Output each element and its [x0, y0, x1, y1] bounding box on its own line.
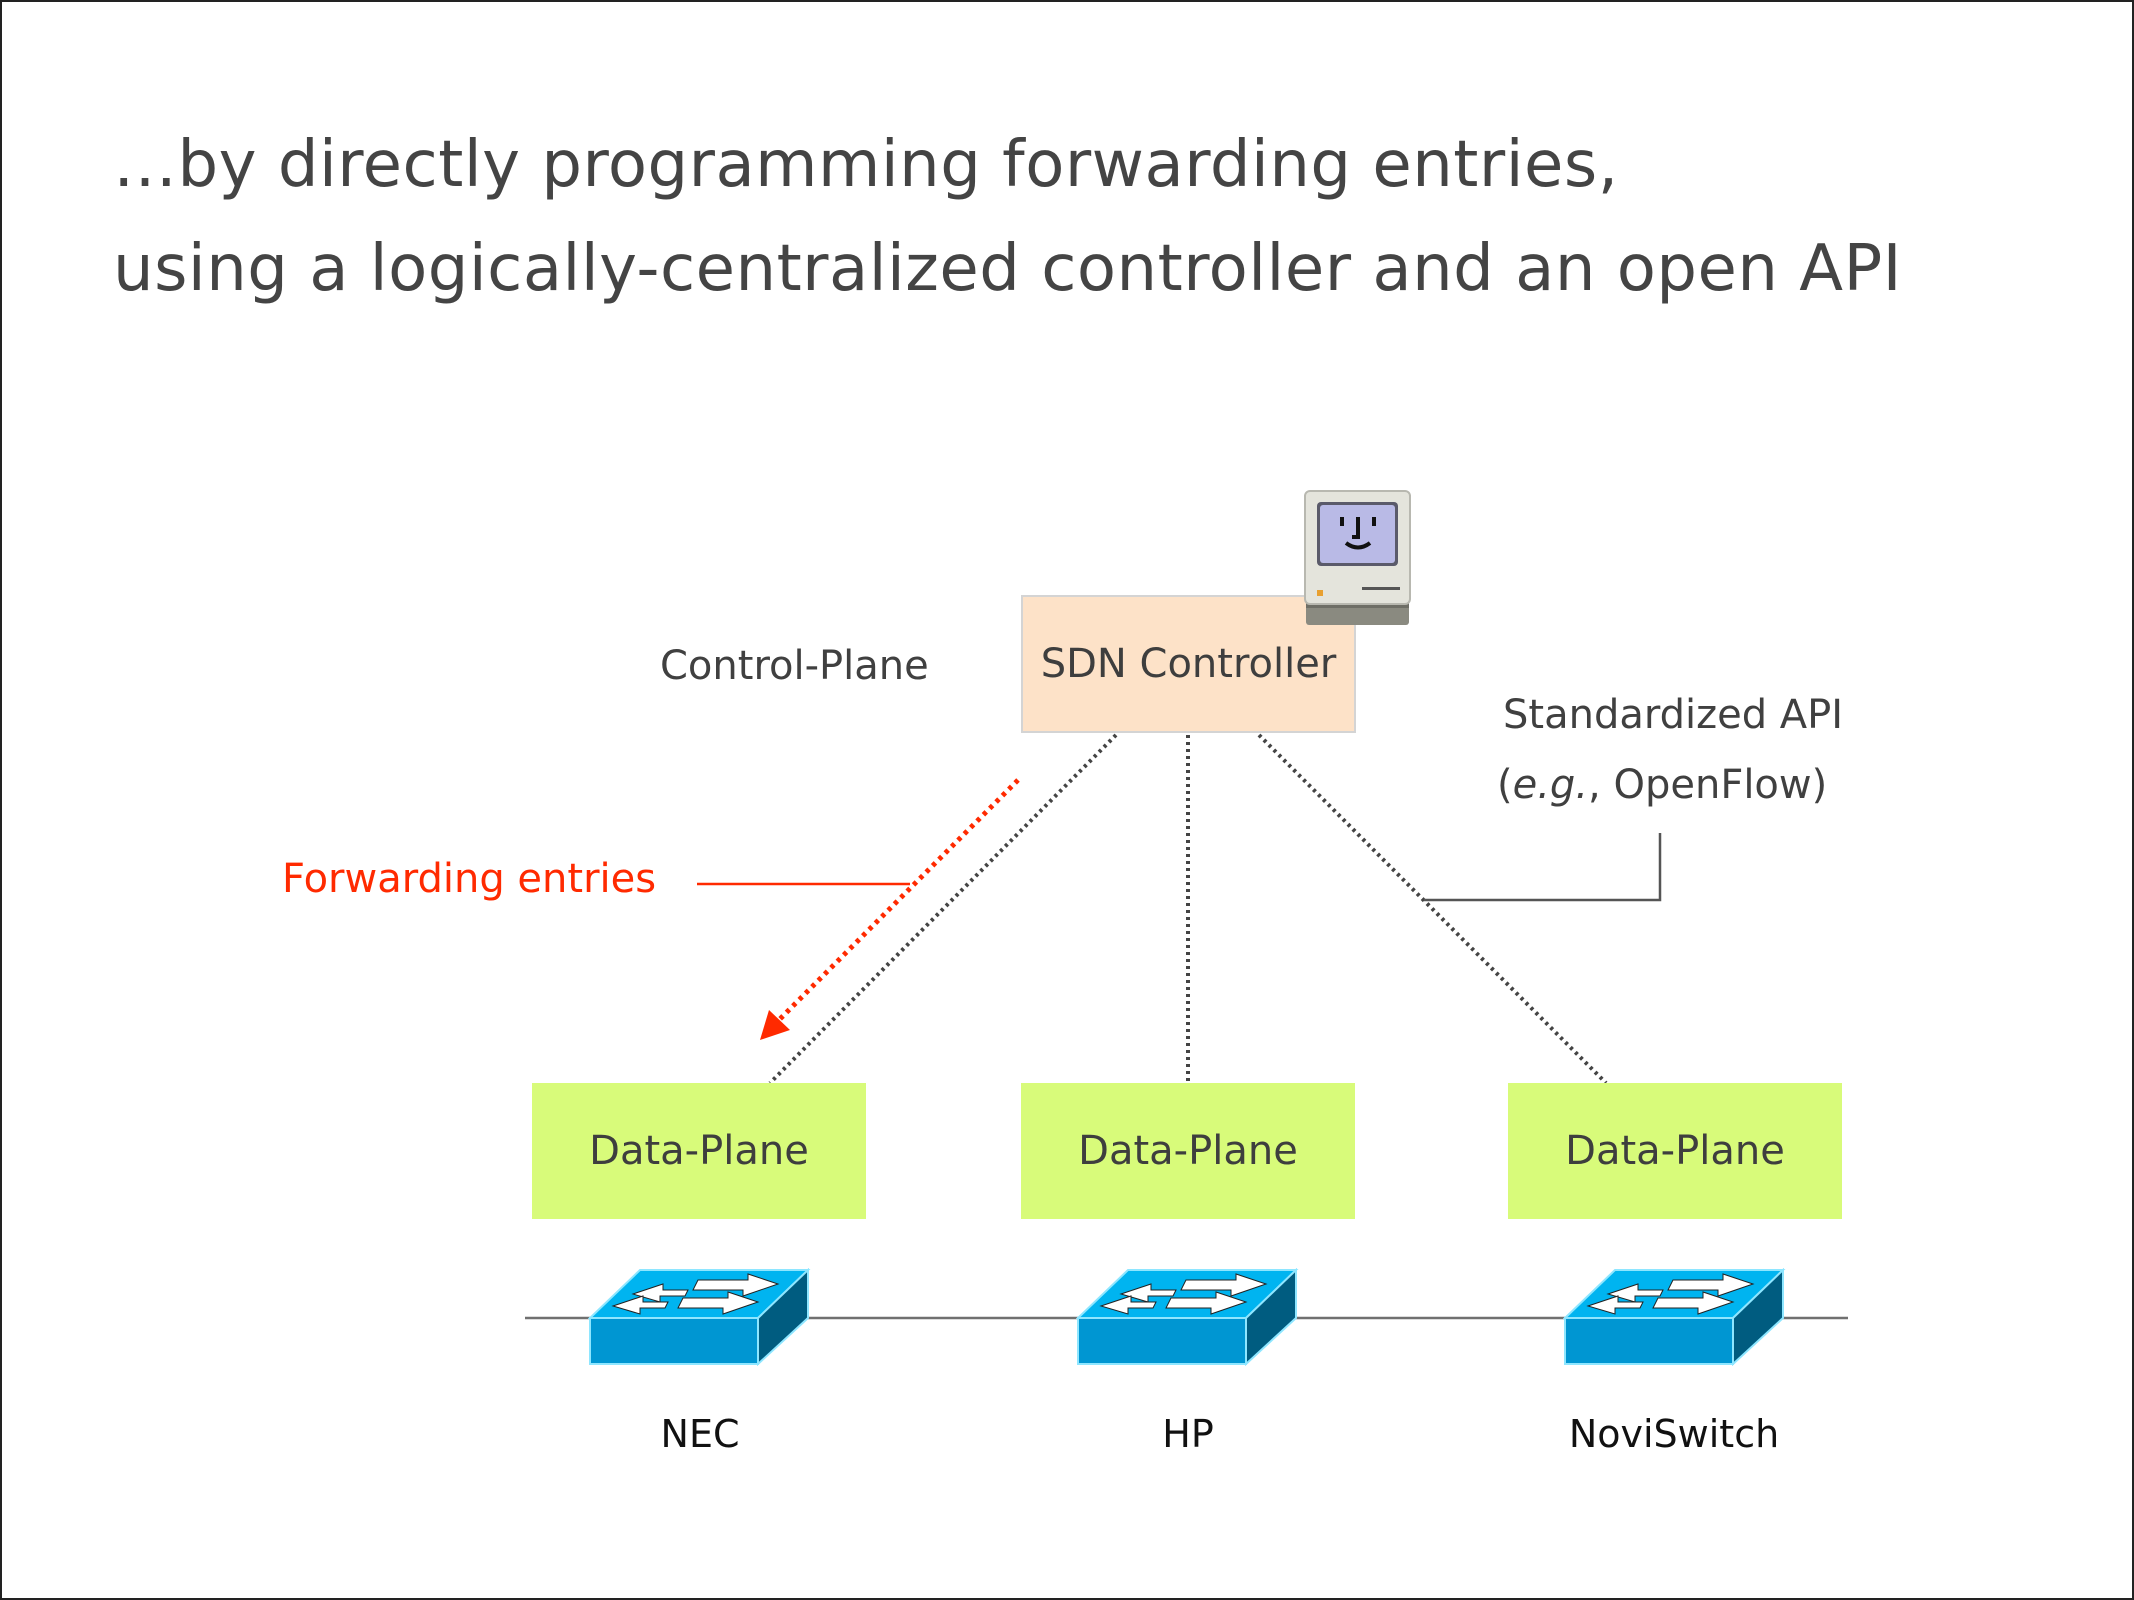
slide-title-line-2: using a logically-centralized controller…: [113, 232, 1903, 306]
api-paren-open: (: [1497, 762, 1513, 808]
control-plane-label: Control-Plane: [660, 643, 929, 689]
vendor-label-nec: NEC: [660, 1412, 740, 1456]
data-plane-label: Data-Plane: [1565, 1128, 1785, 1174]
data-plane-box-noviswitch: Data-Plane: [1508, 1083, 1842, 1219]
control-link-noviswitch: [1257, 733, 1608, 1085]
data-plane-box-nec: Data-Plane: [532, 1083, 866, 1219]
api-label-line-1: Standardized API: [1503, 692, 1844, 738]
api-example-abbrev: e.g.: [1512, 762, 1589, 808]
api-label-line-2: (e.g., OpenFlow): [1497, 762, 1827, 808]
slide-title-line-1: …by directly programming forwarding entr…: [113, 128, 1619, 202]
data-plane-label: Data-Plane: [589, 1128, 809, 1174]
network-switch-icon: [588, 1268, 811, 1366]
vendor-label-noviswitch: NoviSwitch: [1568, 1412, 1780, 1456]
data-plane-label: Data-Plane: [1078, 1128, 1298, 1174]
api-callout-line: [1424, 833, 1662, 902]
network-switch-icon: [1076, 1268, 1299, 1366]
forwarding-entries-arrow: [773, 778, 1020, 1026]
sdn-controller-label: SDN Controller: [1040, 641, 1337, 687]
network-switch-icon: [1563, 1268, 1786, 1366]
sdn-controller-box: SDN Controller: [1021, 595, 1356, 733]
forwarding-arrowhead-icon: [760, 1010, 790, 1040]
control-link-nec: [768, 733, 1118, 1085]
classic-mac-computer-icon: [1304, 490, 1411, 625]
forwarding-entries-label: Forwarding entries: [282, 856, 657, 902]
vendor-label-hp: HP: [1162, 1412, 1214, 1456]
data-plane-box-hp: Data-Plane: [1021, 1083, 1355, 1219]
api-example-name: , OpenFlow): [1588, 762, 1828, 808]
